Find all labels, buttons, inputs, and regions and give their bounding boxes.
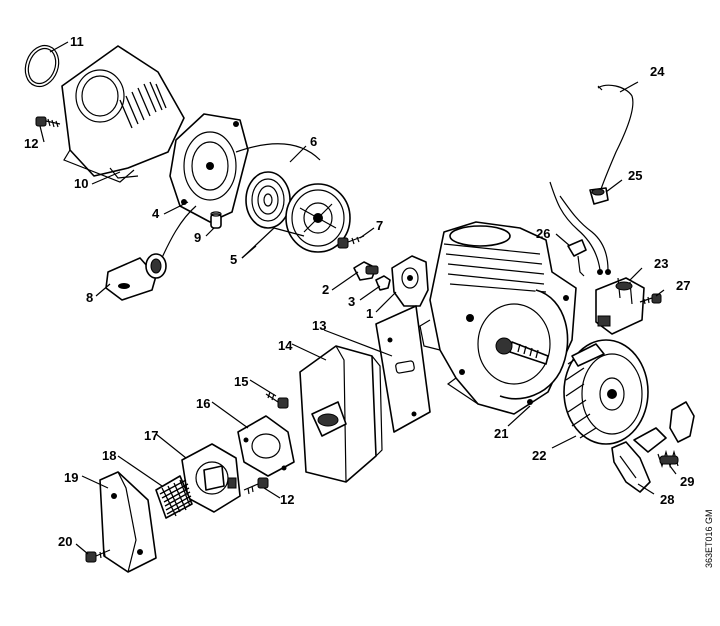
callout-numbers: 11 12 10 4 9 5 8 6 7 2 3 1 13 14 15 16 1… xyxy=(24,34,694,549)
callout-18: 18 xyxy=(102,448,116,463)
callout-27: 27 xyxy=(676,278,690,293)
callout-17: 17 xyxy=(144,428,158,443)
part-12-screw-upper xyxy=(35,116,61,128)
callout-8: 8 xyxy=(86,290,93,305)
part-22-flywheel xyxy=(563,339,649,445)
part-9-bushing xyxy=(210,211,222,229)
callout-26: 26 xyxy=(536,226,550,241)
part-7-screw xyxy=(337,235,365,249)
callout-20: 20 xyxy=(58,534,72,549)
callout-15: 15 xyxy=(234,374,248,389)
callout-2: 2 xyxy=(322,282,329,297)
callout-21: 21 xyxy=(494,426,508,441)
callout-12-lower: 12 xyxy=(280,492,294,507)
part-1-carburetor xyxy=(391,255,429,307)
callout-10: 10 xyxy=(74,176,88,191)
callout-28: 28 xyxy=(660,492,674,507)
part-10-shroud xyxy=(61,45,185,183)
part-11-gasket xyxy=(24,44,60,88)
leader-lines xyxy=(39,41,677,555)
callout-22: 22 xyxy=(532,448,546,463)
part-8-starter-grip xyxy=(105,205,197,301)
callout-14: 14 xyxy=(278,338,293,353)
callout-29: 29 xyxy=(680,474,694,489)
callout-12-upper: 12 xyxy=(24,136,38,151)
part-23-ignition-module xyxy=(595,277,645,335)
callout-3: 3 xyxy=(348,294,355,309)
part-19-cover xyxy=(99,471,157,573)
part-29-spring xyxy=(657,449,679,469)
callout-1: 1 xyxy=(366,306,373,321)
callout-11: 11 xyxy=(70,34,84,49)
part-25-grommet xyxy=(589,187,609,205)
callout-19: 19 xyxy=(64,470,78,485)
part-2-spark-plug-terminal xyxy=(353,261,379,281)
part-13-muffler-gasket xyxy=(375,305,431,433)
part-12-screw-lower xyxy=(243,477,269,495)
part-28-pawl-carrier xyxy=(611,441,651,493)
part-6-starter-rope xyxy=(235,143,321,161)
callout-7: 7 xyxy=(376,218,383,233)
part-5-rewind-spring xyxy=(245,171,291,229)
part-17-flange xyxy=(181,443,241,513)
callout-13: 13 xyxy=(312,318,326,333)
callout-6: 6 xyxy=(310,134,317,149)
callout-5: 5 xyxy=(230,252,237,267)
part-15-screw xyxy=(265,391,289,409)
part-21-engine-assembly xyxy=(419,221,577,415)
drawing-code: 363ET016 GM xyxy=(704,509,714,568)
part-24-fuel-hose xyxy=(597,84,634,193)
part-27-screw xyxy=(639,293,662,305)
callout-9: 9 xyxy=(194,230,201,245)
callout-24: 24 xyxy=(650,64,665,79)
part-16-gasket xyxy=(237,415,295,477)
part-18-screen xyxy=(155,475,193,519)
part-29-pawl xyxy=(633,401,695,453)
ignition-leads xyxy=(549,181,611,275)
part-14-muffler xyxy=(299,345,383,483)
part-20-screw xyxy=(85,549,111,563)
callout-16: 16 xyxy=(196,396,210,411)
callout-4: 4 xyxy=(152,206,160,221)
callout-23: 23 xyxy=(654,256,668,271)
part-4-starter-housing xyxy=(169,113,249,223)
callout-25: 25 xyxy=(628,168,642,183)
part-26-terminal xyxy=(567,239,587,277)
